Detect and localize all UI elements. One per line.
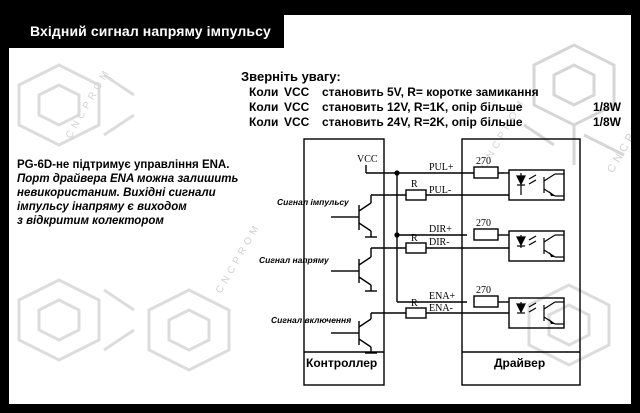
driver-box bbox=[461, 138, 581, 386]
page-title: Вхідний сигнал напряму імпульсу bbox=[30, 23, 271, 39]
watermark-logo-top-right: CNCPROM bbox=[523, 43, 631, 175]
signal-label-direction: Сигнал напряму bbox=[259, 255, 330, 265]
signal-label-enable: Сигнал включення bbox=[271, 315, 351, 325]
note-row-1-a: Коли bbox=[249, 85, 279, 99]
note-row-2-b: VCC bbox=[284, 100, 310, 114]
left-line-2: Порт драйвера ENA можна залишить bbox=[17, 173, 239, 185]
pin-ena-plus: ENA+ bbox=[429, 291, 456, 302]
note-row-2-e: 1/8W bbox=[593, 100, 622, 114]
note-row-2-a: Коли bbox=[249, 100, 279, 114]
note-row-3-b: VCC bbox=[284, 115, 310, 129]
resistor-r-2: R bbox=[411, 233, 418, 244]
vcc-label: VCC bbox=[357, 154, 378, 165]
title-bar: Вхідний сигнал напряму імпульсу bbox=[9, 15, 284, 48]
resistor-r-1: R bbox=[411, 179, 418, 190]
pin-dir-minus: DIR- bbox=[429, 237, 450, 248]
pin-dir-plus: DIR+ bbox=[429, 224, 452, 235]
note-row-3-d: 24V, R=2K, опір більше bbox=[387, 115, 523, 129]
resistor-270-1: 270 bbox=[476, 156, 491, 167]
note-row-1-d: 5V, R= коротке замикання bbox=[387, 85, 539, 99]
note-row-1-c: становить bbox=[322, 85, 384, 99]
note-row-3-c: становить bbox=[322, 115, 384, 129]
note-title: Зверніть увагу: bbox=[241, 69, 341, 84]
note-row-1-b: VCC bbox=[284, 85, 310, 99]
note-row-2-c: становить bbox=[322, 100, 384, 114]
note-row-3-a: Коли bbox=[249, 115, 279, 129]
watermark-logo-bottom-center bbox=[147, 288, 231, 372]
watermark-logo-bottom-right bbox=[527, 283, 611, 367]
controller-label: Контроллер bbox=[306, 356, 377, 370]
pin-ena-minus: ENA- bbox=[429, 303, 453, 314]
note-row-2-d: 12V, R=1K, опір більше bbox=[387, 100, 523, 114]
left-line-3: невикористаним. Вихідні сигнали bbox=[17, 187, 216, 199]
resistor-270-3: 270 bbox=[476, 285, 491, 296]
left-line-4: імпульсу інапряму є виходом bbox=[17, 201, 187, 213]
signal-label-pulse: Сигнал імпульсу bbox=[277, 197, 350, 207]
pin-pul-plus: PUL+ bbox=[429, 162, 454, 173]
watermark-logo-bottom-left bbox=[17, 278, 135, 362]
left-line-5: з відкритим колектором bbox=[17, 215, 164, 227]
controller-box bbox=[303, 138, 385, 386]
left-description: PG-6D-не підтримує управління ENA. Порт … bbox=[17, 158, 238, 228]
driver-label: Драйвер bbox=[494, 356, 545, 370]
circuit-diagram: VCC PUL+ PUL- DIR+ DIR- ENA+ ENA- R R R … bbox=[259, 138, 581, 386]
watermark-logo-left bbox=[17, 63, 135, 147]
note-row-3-e: 1/8W bbox=[593, 115, 622, 129]
resistor-270-2: 270 bbox=[476, 218, 491, 229]
left-line-1: PG-6D-не підтримує управління ENA. bbox=[17, 159, 230, 171]
diagram-frame: CNCPROM CNCPROM CNCPROM CNCPROM Вхідний … bbox=[9, 15, 631, 404]
resistor-r-3: R bbox=[411, 298, 418, 309]
pin-pul-minus: PUL- bbox=[429, 185, 451, 196]
